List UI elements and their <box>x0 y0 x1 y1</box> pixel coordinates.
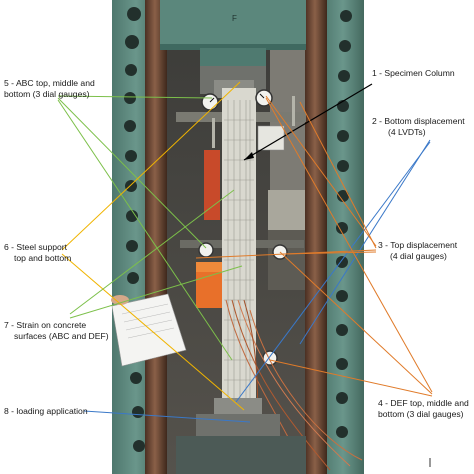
label-4-line2: bottom (3 dial gauges) <box>378 408 464 419</box>
label-5: 5 - ABC top, middle and bottom (3 dial g… <box>4 78 95 99</box>
leader-lines-5 <box>57 95 233 361</box>
specimen-column <box>222 88 256 406</box>
leader-lines-6 <box>61 81 245 411</box>
mid-bracket-left <box>180 240 222 248</box>
dial-gauge-top-left <box>201 93 219 111</box>
bottom-platen <box>196 414 280 436</box>
background-left <box>0 0 112 474</box>
background-right <box>362 0 474 474</box>
label-3-line1: 3 - Top displacement <box>378 240 458 250</box>
label-5-line1: 5 - ABC top, middle and <box>4 78 95 88</box>
label-6-line1: 6 - Steel support <box>4 242 68 252</box>
hand <box>111 295 129 305</box>
top-crosshead <box>160 0 306 48</box>
bracket-left <box>176 112 222 122</box>
mid-bracket-right <box>256 240 304 248</box>
leader-lines-2 <box>235 139 431 403</box>
label-2-line1: 2 - Bottom displacement <box>372 116 465 126</box>
leader-lines-3 <box>195 95 377 259</box>
leader-lines-4 <box>265 97 433 397</box>
clipboard-lines <box>121 303 175 339</box>
label-8-line1: 8 - loading application <box>4 406 88 416</box>
leader-line-1 <box>243 83 373 161</box>
lvdt-left <box>212 118 215 148</box>
label-7: 7 - Strain on concrete surfaces (ABC and… <box>4 320 109 341</box>
label-2-line2: (4 LVDTs) <box>388 126 426 137</box>
label-4: 4 - DEF top, middle and bottom (3 dial g… <box>378 398 469 419</box>
specimen-tag <box>257 125 285 151</box>
label-1-line1: 1 - Specimen Column <box>372 68 455 78</box>
crosshead-tag: F <box>232 14 237 23</box>
frame-holes-right <box>336 10 352 438</box>
leader-lines-7 <box>69 189 243 319</box>
label-7-line1: 7 - Strain on concrete <box>4 320 87 330</box>
loading-base <box>176 436 306 474</box>
label-5-line2: bottom (3 dial gauges) <box>4 88 90 99</box>
label-3-line2: (4 dial gauges) <box>390 250 447 261</box>
label-2: 2 - Bottom displacement (4 LVDTs) <box>372 116 465 137</box>
top-platen <box>200 48 266 68</box>
leader-line-8 <box>83 410 251 423</box>
label-1: 1 - Specimen Column <box>372 68 455 79</box>
threaded-rod-right <box>305 0 327 474</box>
top-crosshead-edge <box>160 44 306 50</box>
label-8: 8 - loading application <box>4 406 88 417</box>
steel-support-bottom <box>214 398 262 416</box>
dial-gauge-mid-left <box>198 242 214 258</box>
red-panel <box>204 150 220 220</box>
label-6: 6 - Steel support top and bottom <box>4 242 71 263</box>
label-4-line1: 4 - DEF top, middle and <box>378 398 469 408</box>
label-7-line2: surfaces (ABC and DEF) <box>14 330 109 341</box>
label-3: 3 - Top displacement (4 dial gauges) <box>378 240 457 261</box>
threaded-rod-left <box>145 0 167 474</box>
leader-arrow-1 <box>244 152 254 160</box>
label-6-line2: top and bottom <box>14 252 72 263</box>
orange-box-shade <box>196 262 228 272</box>
lvdt-right <box>292 96 295 126</box>
specimen-grid <box>224 100 254 400</box>
